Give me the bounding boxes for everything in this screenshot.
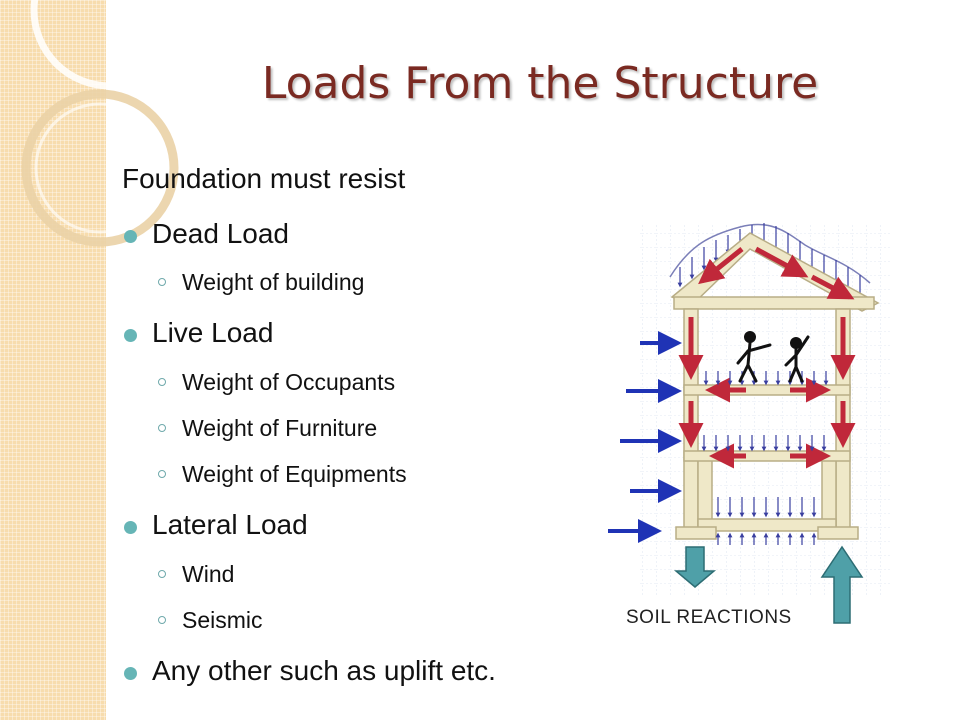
- wall-internal-forces: [678, 317, 856, 469]
- bullet-dot-icon: [124, 667, 137, 680]
- left-footing: [675, 526, 717, 540]
- ring-bullet-icon: [158, 570, 166, 578]
- ring-bullet-icon: [158, 378, 166, 386]
- roof-load-curve: [669, 223, 871, 284]
- ground-uplift-arrows: [715, 532, 817, 545]
- intro-text: Foundation must resist: [122, 163, 406, 194]
- ring-bullet-icon: [158, 616, 166, 624]
- upward-soil-reaction-arrow-icon: [820, 545, 864, 624]
- middle-floor: [683, 450, 851, 462]
- decorative-side-band: [0, 0, 106, 720]
- ring-bullet-icon: [158, 424, 166, 432]
- occupant-figures-icon: [736, 331, 810, 383]
- decorative-circles: [21, 0, 190, 247]
- floor-load-arrows: [701, 371, 829, 518]
- bullet-dot-icon: [124, 329, 137, 342]
- roof-beam: [673, 296, 875, 310]
- downward-soil-arrow-icon: [673, 546, 717, 588]
- bullet-dot-icon: [124, 230, 137, 243]
- ring-bullet-icon: [158, 278, 166, 286]
- bullet-dot-icon: [124, 521, 137, 534]
- ground-slab: [697, 518, 837, 532]
- roof-internal-forces: [698, 246, 855, 300]
- structure-load-diagram: [608, 223, 890, 624]
- lateral-load-arrows: [608, 331, 682, 543]
- right-footing: [817, 526, 859, 540]
- slide-title: Loads From the Structure: [261, 58, 819, 109]
- ring-bullet-icon: [158, 470, 166, 478]
- soil-reactions-caption: SOIL REACTIONS: [626, 607, 792, 628]
